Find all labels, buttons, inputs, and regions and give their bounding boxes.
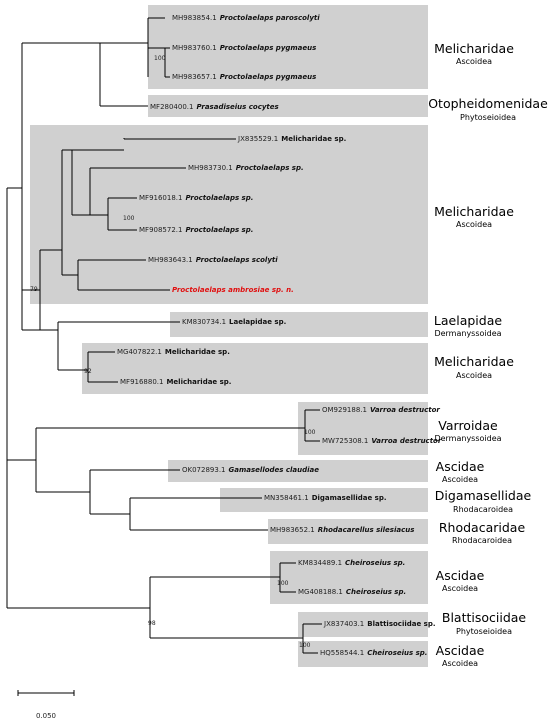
- superfamily-label: Dermanyssoidea: [434, 434, 501, 443]
- family-label: Ascidae: [436, 568, 485, 583]
- clade-box-ascidae-1: [168, 460, 428, 482]
- branch-melicharidae-lower: [58, 351, 118, 383]
- bootstrap-value: 79: [30, 286, 38, 293]
- branch-laelapidae: [30, 321, 180, 370]
- superfamily-label: Rhodacaroidea: [452, 536, 512, 545]
- family-label: Digamasellidae: [435, 488, 532, 503]
- clade-box-ascidae-2: [270, 551, 428, 604]
- superfamily-label: Ascoidea: [456, 220, 492, 229]
- branch-node-b: [62, 149, 91, 216]
- superfamily-label: Rhodacaroidea: [453, 505, 513, 514]
- family-label: Melicharidae: [434, 204, 514, 219]
- family-label: Otopheidomenidae: [428, 96, 548, 111]
- family-label: Laelapidae: [434, 313, 502, 328]
- clade-box-melicharidae-1: [148, 5, 428, 89]
- branch-upper-clade: [7, 43, 30, 331]
- superfamily-label: Ascoidea: [442, 584, 478, 593]
- bootstrap-value: 100: [304, 429, 316, 436]
- superfamily-label: Ascoidea: [442, 475, 478, 484]
- clade-box-varroidae: [298, 402, 428, 455]
- clade-box-otopheidomenidae: [148, 95, 428, 117]
- bootstrap-value: 98: [148, 620, 156, 627]
- branch-melicharidae-otopheidomenidae: [22, 42, 148, 107]
- bootstrap-value: 92: [84, 368, 92, 375]
- branch-blattisociidae-pair: [150, 623, 322, 654]
- superfamily-label: Dermanyssoidea: [434, 329, 501, 338]
- superfamily-label: Ascoidea: [442, 659, 478, 668]
- bootstrap-values: 100 100 79 92 100 100 98 100: [30, 55, 316, 649]
- family-label: Melicharidae: [434, 41, 514, 56]
- family-label: Melicharidae: [434, 354, 514, 369]
- bootstrap-value: 100: [154, 55, 166, 62]
- branch-lower-clade: [7, 428, 37, 492]
- family-label: Ascidae: [436, 459, 485, 474]
- clade-box-laelapidae: [170, 312, 428, 337]
- bootstrap-value: 100: [277, 580, 289, 587]
- clade-box-ascidae-3: [298, 641, 428, 667]
- tip-label-new-species: Proctolaelaps ambrosiae sp. n.: [172, 286, 294, 294]
- branch-cheiroseius-pair: [150, 562, 296, 593]
- scale-bar-label: 0.050: [36, 712, 56, 720]
- clade-box-digamasellidae: [220, 488, 428, 512]
- branch-varroidae: [36, 409, 320, 442]
- branch-melicharidae-top: [100, 18, 149, 77]
- branch-node-d: [36, 469, 180, 514]
- family-label: Varroidae: [438, 418, 498, 433]
- superfamily-label: Phytoseioidea: [460, 113, 516, 122]
- clade-box-rhodacaridae: [268, 519, 428, 544]
- scale-bar-line: [17, 690, 75, 696]
- superfamily-label: Ascoidea: [456, 371, 492, 380]
- family-label: Rhodacaridae: [439, 520, 526, 535]
- branch-node-c: [90, 197, 137, 231]
- tree-branches: [6, 17, 322, 654]
- branch-scolyti-ambrosiae: [62, 259, 170, 291]
- scale-bar: 0.050: [17, 690, 75, 720]
- branch-melicharidae-top-tips: [148, 17, 170, 78]
- branch-bottom-clade: [7, 577, 151, 638]
- clade-box-melicharidae-3: [82, 343, 428, 394]
- bootstrap-value: 100: [299, 642, 311, 649]
- family-label: Blattisociidae: [442, 610, 527, 625]
- group-labels: Melicharidae Ascoidea Otopheidomenidae P…: [428, 41, 548, 668]
- superfamily-label: Phytoseioidea: [456, 627, 512, 636]
- branch-middle-melicharidae: [40, 150, 63, 275]
- superfamily-label: Ascoidea: [456, 57, 492, 66]
- branch-node-e: [90, 497, 268, 531]
- family-label: Ascidae: [436, 643, 485, 658]
- bootstrap-value: 100: [123, 215, 135, 222]
